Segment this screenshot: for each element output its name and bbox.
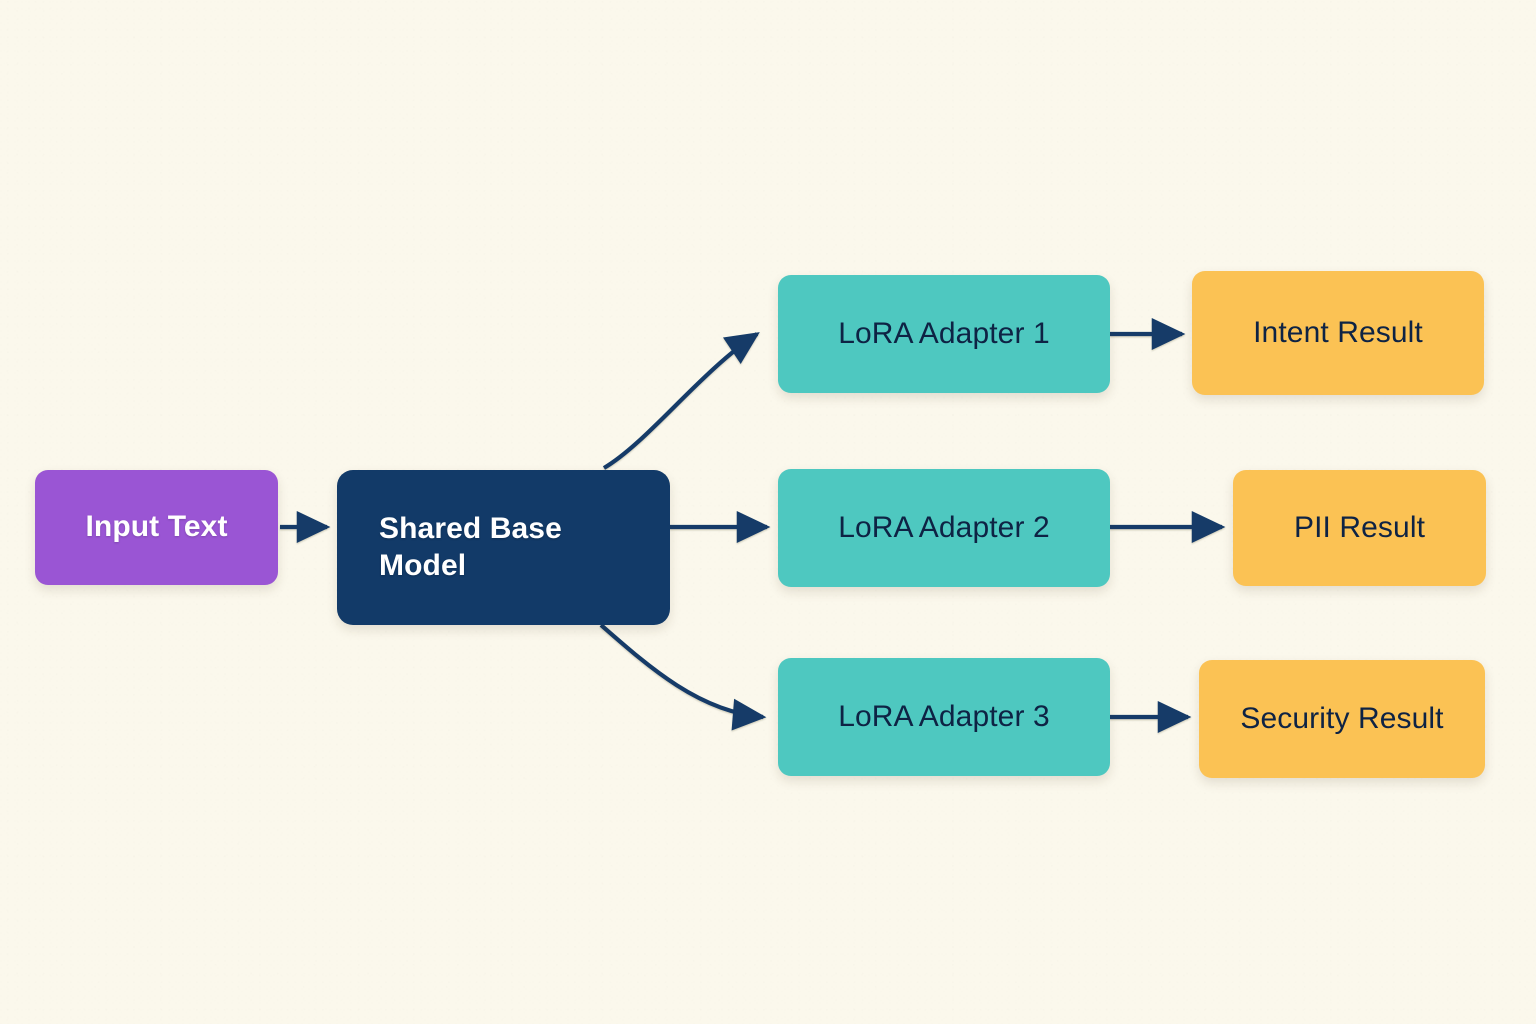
node-pii-result-label: PII Result [1293, 510, 1426, 544]
node-security-result-label: Security Result [1240, 701, 1444, 735]
node-lora-adapter-2-label: LoRA Adapter 2 [838, 510, 1050, 544]
node-lora-adapter-3[interactable]: LoRA Adapter 3 [778, 658, 1110, 776]
node-lora-adapter-2[interactable]: LoRA Adapter 2 [778, 469, 1110, 587]
node-input-text[interactable]: Input Text [35, 470, 278, 585]
node-shared-base-model-label: Shared Base Model [379, 511, 562, 582]
node-security-result[interactable]: Security Result [1199, 660, 1485, 778]
edge-base-to-adapter-3 [599, 623, 767, 731]
node-intent-result[interactable]: Intent Result [1192, 271, 1484, 395]
node-lora-adapter-1[interactable]: LoRA Adapter 1 [778, 275, 1110, 393]
node-lora-adapter-1-label: LoRA Adapter 1 [838, 316, 1050, 350]
node-pii-result[interactable]: PII Result [1233, 470, 1486, 586]
node-shared-base-model[interactable]: Shared Base Model [337, 470, 670, 625]
node-intent-result-label: Intent Result [1253, 315, 1423, 349]
node-lora-adapter-3-label: LoRA Adapter 3 [838, 699, 1050, 733]
node-input-text-label: Input Text [85, 510, 228, 544]
edge-base-to-adapter-1 [602, 332, 760, 470]
